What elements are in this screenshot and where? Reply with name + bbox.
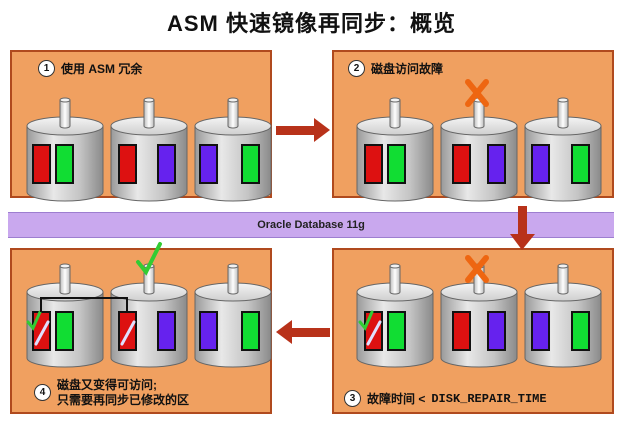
extent-green (55, 311, 74, 351)
arrow-right-icon (276, 118, 330, 142)
step-2-label: 2 磁盘访问故障 (348, 60, 443, 77)
extent-red (364, 144, 383, 184)
step-text-line2: 只需要再同步已修改的区 (57, 393, 190, 407)
arrow-left-icon (276, 320, 330, 344)
panel-4-disks (26, 242, 272, 368)
step-number: 2 (348, 60, 365, 77)
step-3-label: 3 故障时间 < DISK_REPAIR_TIME (344, 390, 547, 407)
extent-green (387, 144, 406, 184)
extent-green (241, 311, 260, 351)
extent-blue (487, 144, 506, 184)
check-icon (136, 242, 162, 276)
extent-green (571, 311, 590, 351)
step-4-label: 4 磁盘又变得可访问; 只需要再同步已修改的区 (34, 378, 189, 408)
step-text: 磁盘访问故障 (371, 62, 444, 76)
step-number: 3 (344, 390, 361, 407)
extent-green (55, 144, 74, 184)
extent-green (571, 144, 590, 184)
step-1-label: 1 使用 ASM 冗余 (38, 60, 142, 77)
panel-3-disks (356, 255, 602, 368)
panel-2-disks (356, 79, 602, 202)
oracle-database-band: Oracle Database 11g (8, 212, 614, 238)
check-icon (358, 310, 374, 331)
failure-x-icon (465, 79, 489, 107)
step-number: 4 (34, 384, 51, 401)
check-icon (26, 310, 42, 331)
extent-red (32, 144, 51, 184)
extent-blue (199, 144, 218, 184)
step-text-line1: 磁盘又变得可访问; (57, 378, 157, 392)
extent-red (452, 144, 471, 184)
arrow-down-icon (510, 206, 535, 250)
extent-blue (199, 311, 218, 351)
disk-repair-time-code: DISK_REPAIR_TIME (431, 391, 547, 406)
step-text: 使用 ASM 冗余 (61, 62, 143, 76)
step-number: 1 (38, 60, 55, 77)
step-text: 故障时间 < (367, 392, 426, 406)
extent-blue (157, 311, 176, 351)
extent-green (241, 144, 260, 184)
resync-connector (40, 297, 128, 312)
extent-green (387, 311, 406, 351)
extent-blue (531, 144, 550, 184)
extent-red (452, 311, 471, 351)
modified-pencil-icon (34, 320, 136, 346)
page-title: ASM 快速镜像再同步：概览 (166, 11, 456, 36)
extent-blue (157, 144, 176, 184)
extent-blue (531, 311, 550, 351)
extent-red (118, 144, 137, 184)
extent-blue (487, 311, 506, 351)
failure-x-icon (465, 255, 489, 283)
panel-1-disks (26, 97, 272, 202)
modified-pencil-icon (366, 320, 382, 346)
band-label: Oracle Database 11g (257, 219, 365, 231)
